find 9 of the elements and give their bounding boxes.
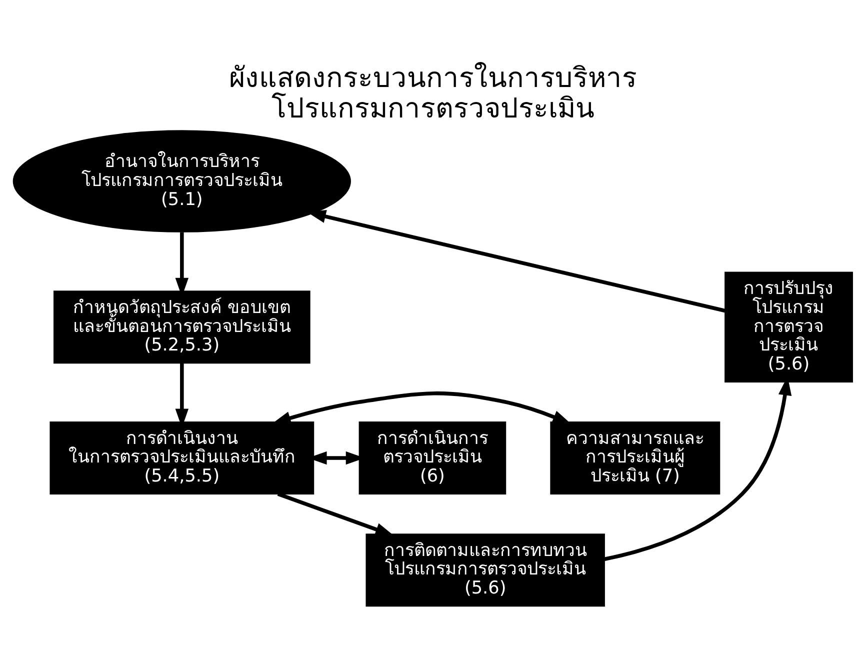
node-box: การติดตามและการทบทวน โปรแกรมการตรวจประเมิน (5.6) [366, 534, 605, 607]
node-box: การดำเนินการ ตรวจประเมิน (6) [358, 422, 506, 495]
node-box: การปรับปรุง โปรแกรม การตรวจ ประเมิน (5.6) [724, 272, 853, 382]
node-ellipse: อำนาจในการบริหาร โปรแกรมการตรวจประเมิน (5.1) [12, 130, 351, 232]
node-box: กำหนดวัตถุประสงค์ ขอบเขต และขั้นตอนการตรวจประเมิน (5.2,5.3) [53, 290, 310, 364]
arrow [277, 492, 394, 536]
node-box: การดำเนินงาน ในการตรวจประเมินและบันทึก (5.4,5.5) [50, 422, 314, 495]
node-box: ความสามารถและ การประเมินผู้ ประเมิน (7) [550, 422, 720, 495]
diagram-title: ผังแสดงกระบวนการในการบริหาร โปรแกรมการตรวจประเมิน [229, 61, 637, 124]
